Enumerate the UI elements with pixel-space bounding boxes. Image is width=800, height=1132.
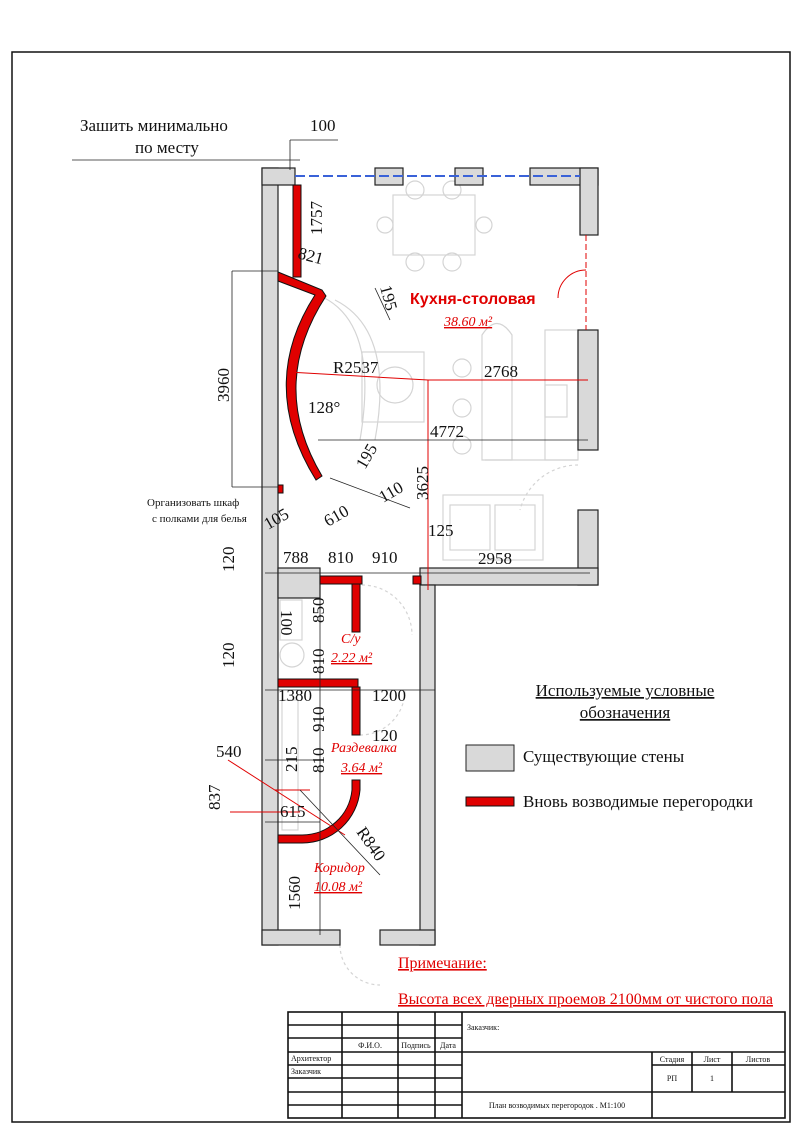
dim-label: R840 [353, 823, 390, 864]
dim-label: 1757 [307, 201, 326, 236]
dim-label: 100 [310, 116, 336, 135]
furniture [279, 180, 579, 986]
legend-label-new: Вновь возводимые перегородки [523, 792, 753, 811]
legend-title-line1: Используемые условные [536, 681, 715, 700]
dim-label: 2768 [484, 362, 518, 381]
legend: Используемые условные обозначения Сущест… [465, 681, 753, 811]
room-name-kitchen: Кухня-столовая [410, 291, 536, 308]
dim-label: 788 [283, 548, 309, 567]
dimension-labels: 100 1757 821 195 3960 R2537 2768 128° 47… [205, 116, 518, 910]
note-wardrobe-line1: Организовать шкаф [147, 497, 239, 509]
dim-label: 3625 [413, 466, 432, 500]
dim-label: 810 [309, 649, 328, 675]
note-seal-line2: по месту [135, 138, 199, 157]
title-block-col-signature: Подпись [401, 1041, 431, 1050]
dim-label: 910 [372, 548, 398, 567]
room-name-dressing: Раздевалка [330, 741, 397, 756]
dim-label: 120 [219, 643, 238, 669]
title-block-customer-label: Заказчик: [467, 1023, 499, 1032]
sheet-frame [11, 51, 791, 1123]
room-area-dressing: 3.64 м² [340, 761, 383, 776]
dim-label: 610 [321, 501, 353, 530]
title-block [287, 1011, 786, 1119]
remark-text: Высота всех дверных проемов 2100мм от чи… [398, 991, 773, 1008]
dim-label: 4772 [430, 422, 464, 441]
title-block-sheets-label: Листов [746, 1055, 771, 1064]
red-guide-lines [227, 371, 588, 876]
dim-label: 837 [205, 784, 224, 810]
title-block-col-date: Дата [440, 1041, 456, 1050]
dim-label: 810 [328, 548, 354, 567]
room-name-wc: С/у [341, 632, 361, 647]
dim-label: 3960 [214, 368, 233, 402]
dim-label: 215 [282, 747, 301, 773]
room-area-kitchen: 38.60 м² [443, 315, 493, 330]
new-partitions [277, 184, 587, 844]
legend-swatch-new [465, 796, 515, 807]
note-wardrobe-line2: с полками для белья [152, 513, 247, 525]
dim-label: 1560 [285, 876, 304, 910]
existing-walls [261, 167, 599, 946]
room-name-corridor: Коридор [313, 861, 365, 876]
dim-label: 195 [376, 283, 401, 313]
dim-label: 850 [309, 598, 328, 624]
dim-label: 1200 [372, 686, 406, 705]
title-block-row-architect: Архитектор [291, 1054, 331, 1063]
title-block-sheet-value: 1 [710, 1074, 714, 1083]
dim-label: 195 [352, 440, 381, 472]
dim-label: 540 [216, 742, 242, 761]
title-block-col-name: Ф.И.О. [358, 1041, 382, 1050]
legend-title-line2: обозначения [580, 703, 671, 722]
title-block-drawing-title: План возводимых перегородок . М1:100 [489, 1101, 625, 1110]
title-block-sheet-label: Лист [704, 1055, 721, 1064]
dimension-lines [72, 139, 590, 935]
dim-label: 615 [280, 802, 306, 821]
dim-label: 120 [219, 547, 238, 573]
title-block-stage-value: РП [667, 1074, 677, 1083]
dim-label: 125 [428, 521, 454, 540]
dim-label: 810 [309, 748, 328, 774]
dim-label: 110 [376, 478, 407, 507]
dim-label: R2537 [333, 358, 379, 377]
remark-title: Примечание: [398, 955, 487, 972]
legend-swatch-existing [465, 744, 515, 772]
dim-label: 2958 [478, 549, 512, 568]
room-area-wc: 2.22 м² [331, 651, 373, 666]
dim-label: 1380 [278, 686, 312, 705]
dim-label: 910 [309, 707, 328, 733]
title-block-stage-label: Стадия [660, 1055, 685, 1064]
title-block-row-customer: Заказчик [291, 1067, 321, 1076]
dim-label: 100 [277, 610, 296, 636]
room-area-corridor: 10.08 м² [314, 880, 363, 895]
dim-label: 120 [372, 726, 398, 745]
dim-label: 128° [308, 398, 340, 417]
legend-label-existing: Существующие стены [523, 747, 685, 766]
note-seal-line1: Зашить минимально [80, 116, 228, 135]
